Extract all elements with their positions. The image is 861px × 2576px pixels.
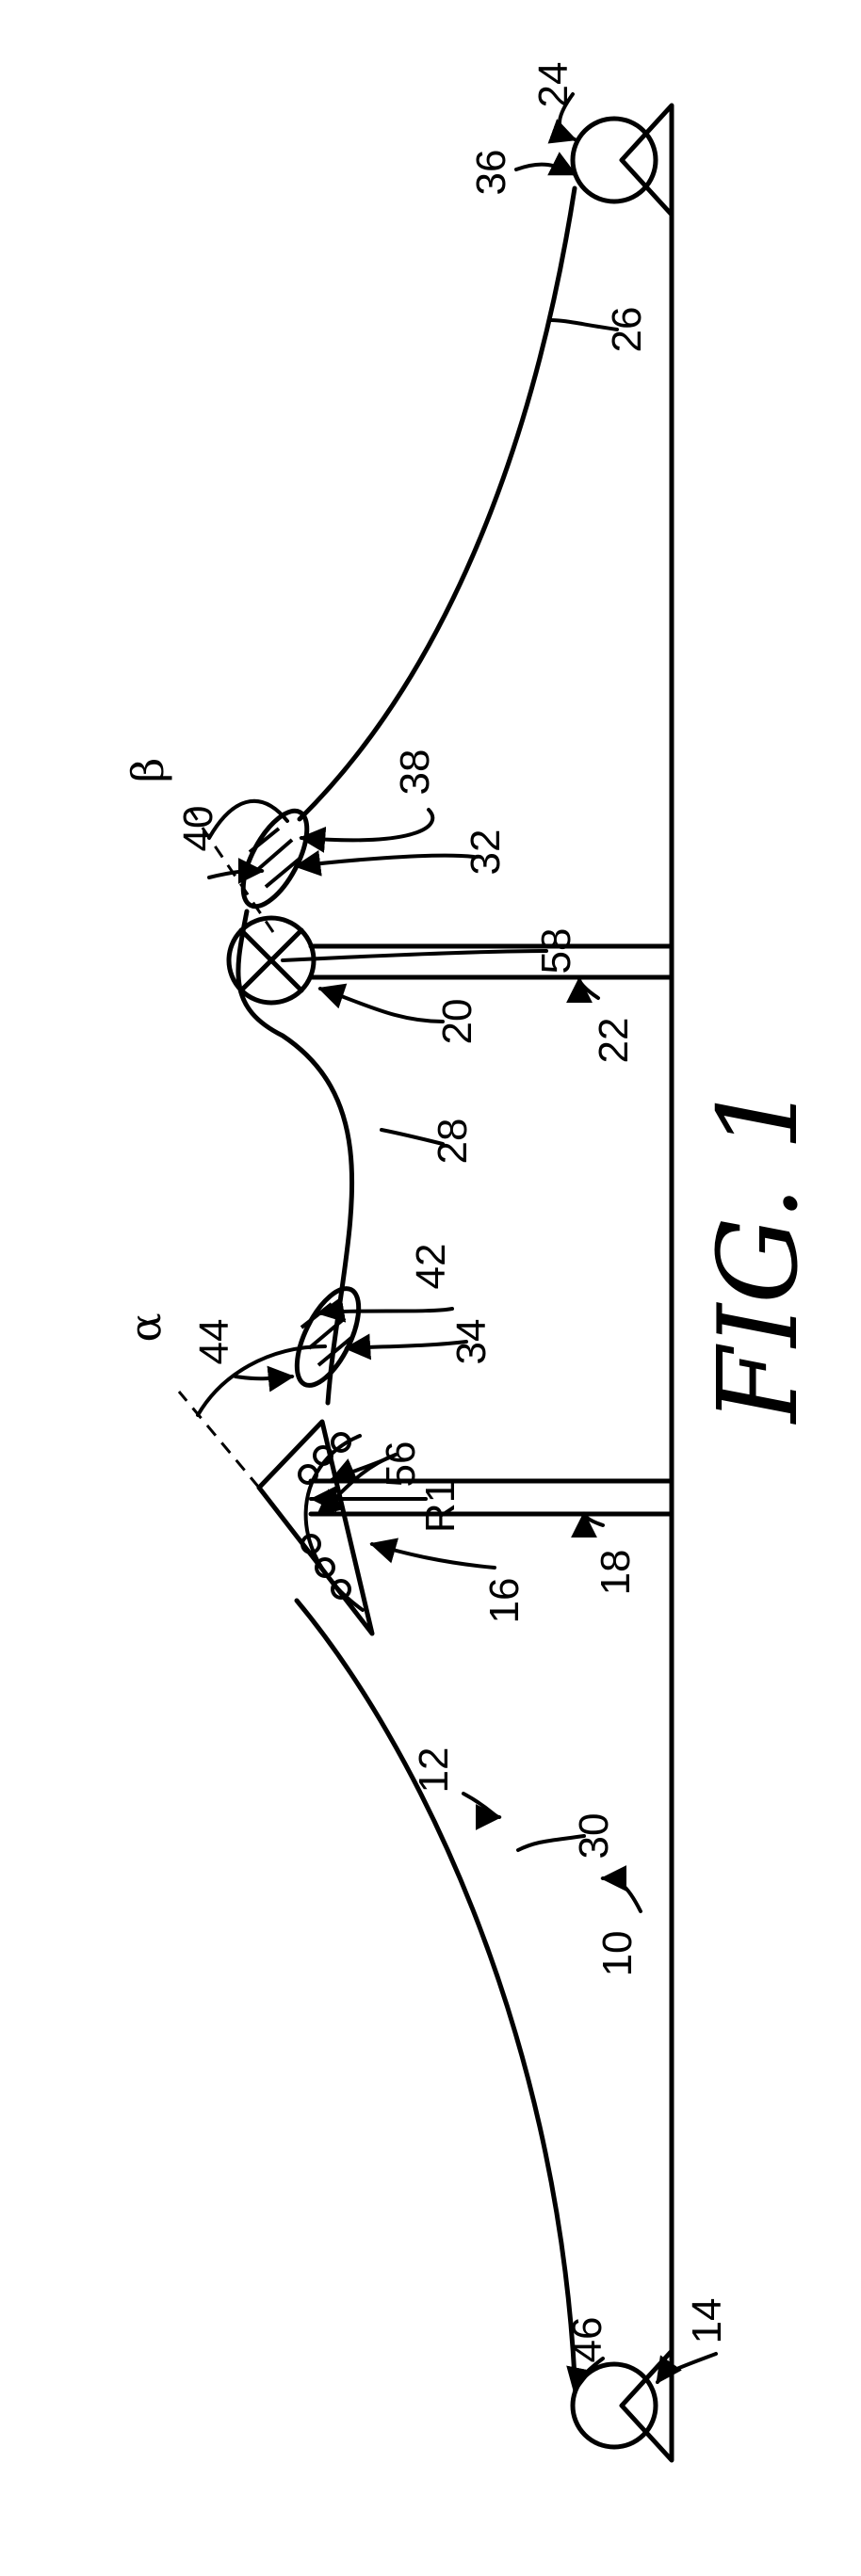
label-16: 16 <box>481 1578 528 1624</box>
alpha-dashed-line <box>179 1392 259 1488</box>
cable-segment-26 <box>300 188 575 819</box>
end-support-14 <box>573 2351 672 2460</box>
label-18: 18 <box>593 1550 639 1596</box>
label-22: 22 <box>591 1018 637 1064</box>
label-26: 26 <box>604 307 650 353</box>
label-58: 58 <box>533 928 579 974</box>
label-44: 44 <box>191 1319 237 1365</box>
label-24: 24 <box>530 62 577 108</box>
leader-lines <box>209 94 716 2391</box>
labels: 24 36 26 38 β 40 32 58 20 22 28 42 44 34… <box>120 62 730 2363</box>
figure-caption: FIG. 1 <box>695 1082 822 1425</box>
label-beta: β <box>122 758 173 783</box>
roller-32 <box>231 801 320 915</box>
label-36: 36 <box>468 150 514 196</box>
label-38: 38 <box>392 749 438 796</box>
label-42: 42 <box>408 1244 454 1290</box>
label-32: 32 <box>463 829 509 876</box>
roller-34 <box>284 1280 371 1394</box>
label-30: 30 <box>571 1813 617 1860</box>
label-alpha: α <box>120 1312 171 1342</box>
label-40: 40 <box>175 806 221 852</box>
label-34: 34 <box>448 1319 495 1365</box>
label-14: 14 <box>684 2298 730 2344</box>
cable-segment-30 <box>297 1601 575 2377</box>
label-20: 20 <box>434 999 480 1045</box>
label-10: 10 <box>594 1931 641 1977</box>
label-12: 12 <box>411 1747 457 1794</box>
roller-housing-16 <box>259 1422 372 1634</box>
label-28: 28 <box>430 1119 476 1165</box>
label-r1: R1 <box>417 1480 463 1533</box>
end-support-24 <box>573 105 672 215</box>
label-46: 46 <box>564 2317 610 2363</box>
